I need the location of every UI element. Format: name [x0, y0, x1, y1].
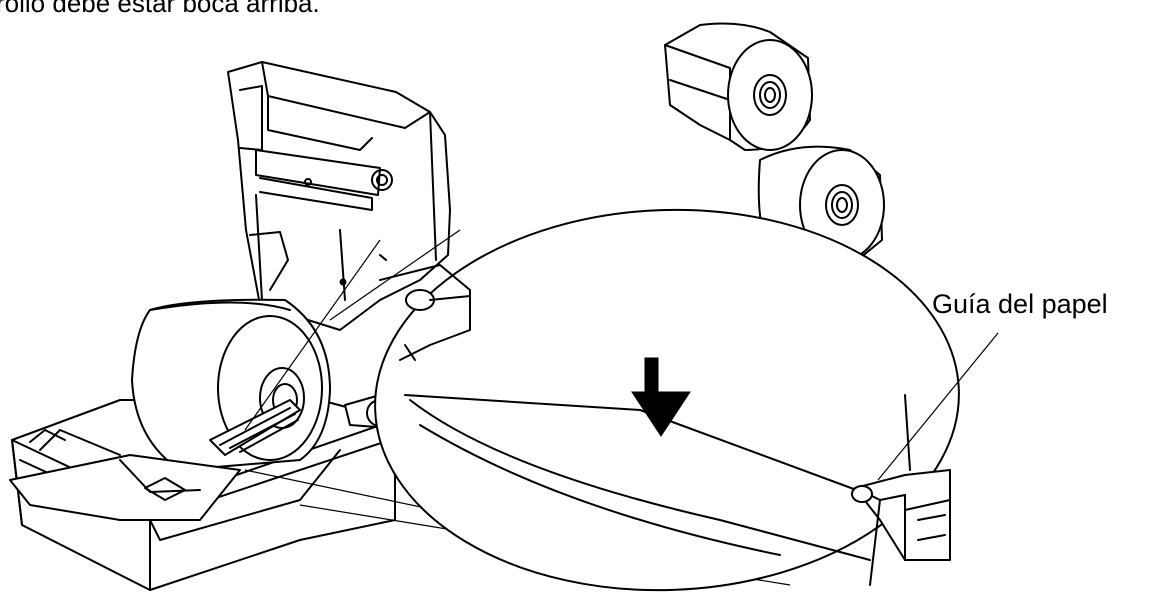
label-roll-1 [664, 22, 813, 151]
top-caption: rollo debe estar boca arriba. [0, 0, 320, 18]
printer-illustration [9, 61, 451, 591]
paper-guide-label: Guía del papel [932, 289, 1108, 319]
down-arrow-icon [631, 357, 691, 437]
